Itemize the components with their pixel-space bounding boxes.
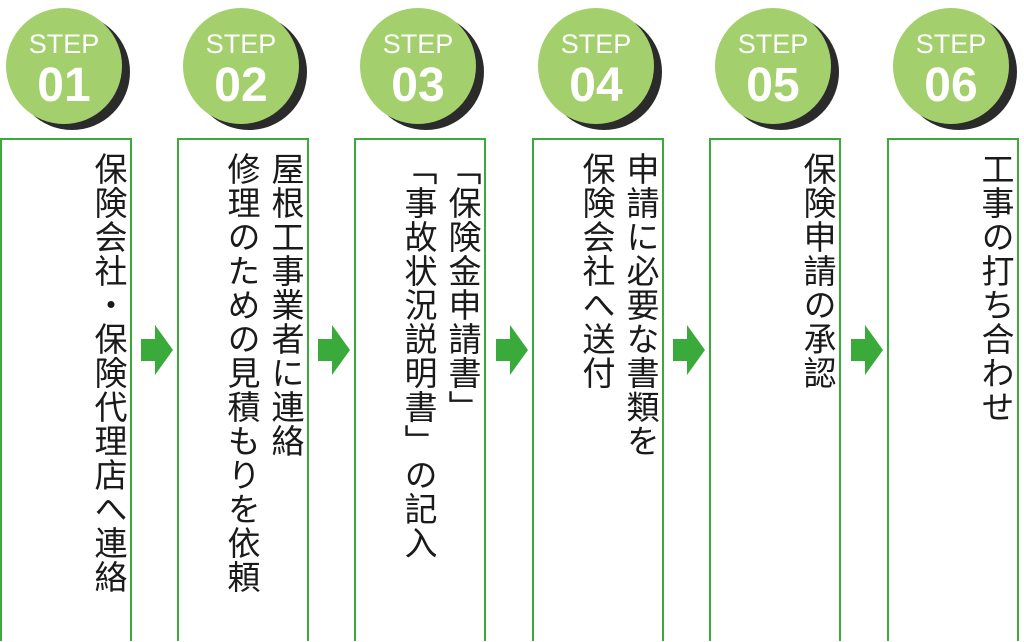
step-badge-03: STEP 03 xyxy=(360,8,484,130)
badge-circle: STEP 03 xyxy=(360,8,476,124)
step-text: 「保険金申請書」 「事故状況説明書」の記入 xyxy=(399,152,482,560)
step-label: STEP xyxy=(560,29,632,59)
badge-circle: STEP 01 xyxy=(6,8,122,124)
arrow-right-icon xyxy=(141,325,173,375)
step-box-01: 保険会社・保険代理店へ連絡 xyxy=(0,138,132,641)
step-number: 02 xyxy=(214,59,268,112)
arrow-shape xyxy=(496,325,528,375)
arrow-right-icon xyxy=(851,325,883,375)
step-label: STEP xyxy=(737,29,809,59)
step-number: 01 xyxy=(37,59,91,112)
step-badge-02: STEP 02 xyxy=(183,8,307,130)
step-badge-04: STEP 04 xyxy=(538,8,662,130)
step-label: STEP xyxy=(915,29,987,59)
step-box-04: 申請に必要な書類を 保険会社へ送付 xyxy=(532,138,664,641)
arrow-right-icon xyxy=(496,325,528,375)
step-04: STEP 04 申請に必要な書類を 保険会社へ送付 xyxy=(532,0,668,641)
step-01: STEP 01 保険会社・保険代理店へ連絡 xyxy=(0,0,136,641)
step-05: STEP 05 保険申請の承認 xyxy=(709,0,845,641)
step-number: 03 xyxy=(391,59,445,112)
step-text: 保険会社・保険代理店へ連絡 xyxy=(89,152,128,594)
step-box-02: 屋根工事業者に連絡 修理のための見積もりを依頼 xyxy=(177,138,309,641)
step-03: STEP 03 「保険金申請書」 「事故状況説明書」の記入 xyxy=(354,0,490,641)
step-06: STEP 06 工事の打ち合わせ xyxy=(887,0,1023,641)
step-number: 05 xyxy=(746,59,800,112)
step-text: 屋根工事業者に連絡 修理のための見積もりを依頼 xyxy=(222,152,305,594)
step-badge-01: STEP 01 xyxy=(6,8,130,130)
step-badge-05: STEP 05 xyxy=(715,8,839,130)
step-text: 工事の打ち合わせ xyxy=(976,152,1015,424)
step-text: 申請に必要な書類を 保険会社へ送付 xyxy=(577,152,660,458)
step-box-05: 保険申請の承認 xyxy=(709,138,841,641)
arrow-right-icon xyxy=(318,325,350,375)
arrow-shape xyxy=(141,325,173,375)
badge-circle: STEP 04 xyxy=(538,8,654,124)
step-label: STEP xyxy=(382,29,454,59)
arrow-right-icon xyxy=(673,325,705,375)
step-number: 04 xyxy=(569,59,623,112)
step-box-03: 「保険金申請書」 「事故状況説明書」の記入 xyxy=(354,138,486,641)
step-text: 保険申請の承認 xyxy=(798,152,837,390)
step-number: 06 xyxy=(924,59,978,112)
step-label: STEP xyxy=(28,29,100,59)
step-box-06: 工事の打ち合わせ xyxy=(887,138,1019,641)
badge-circle: STEP 05 xyxy=(715,8,831,124)
arrow-shape xyxy=(673,325,705,375)
arrow-shape xyxy=(851,325,883,375)
badge-circle: STEP 02 xyxy=(183,8,299,124)
step-label: STEP xyxy=(205,29,277,59)
step-02: STEP 02 屋根工事業者に連絡 修理のための見積もりを依頼 xyxy=(177,0,313,641)
arrow-shape xyxy=(318,325,350,375)
step-badge-06: STEP 06 xyxy=(893,8,1017,130)
badge-circle: STEP 06 xyxy=(893,8,1009,124)
